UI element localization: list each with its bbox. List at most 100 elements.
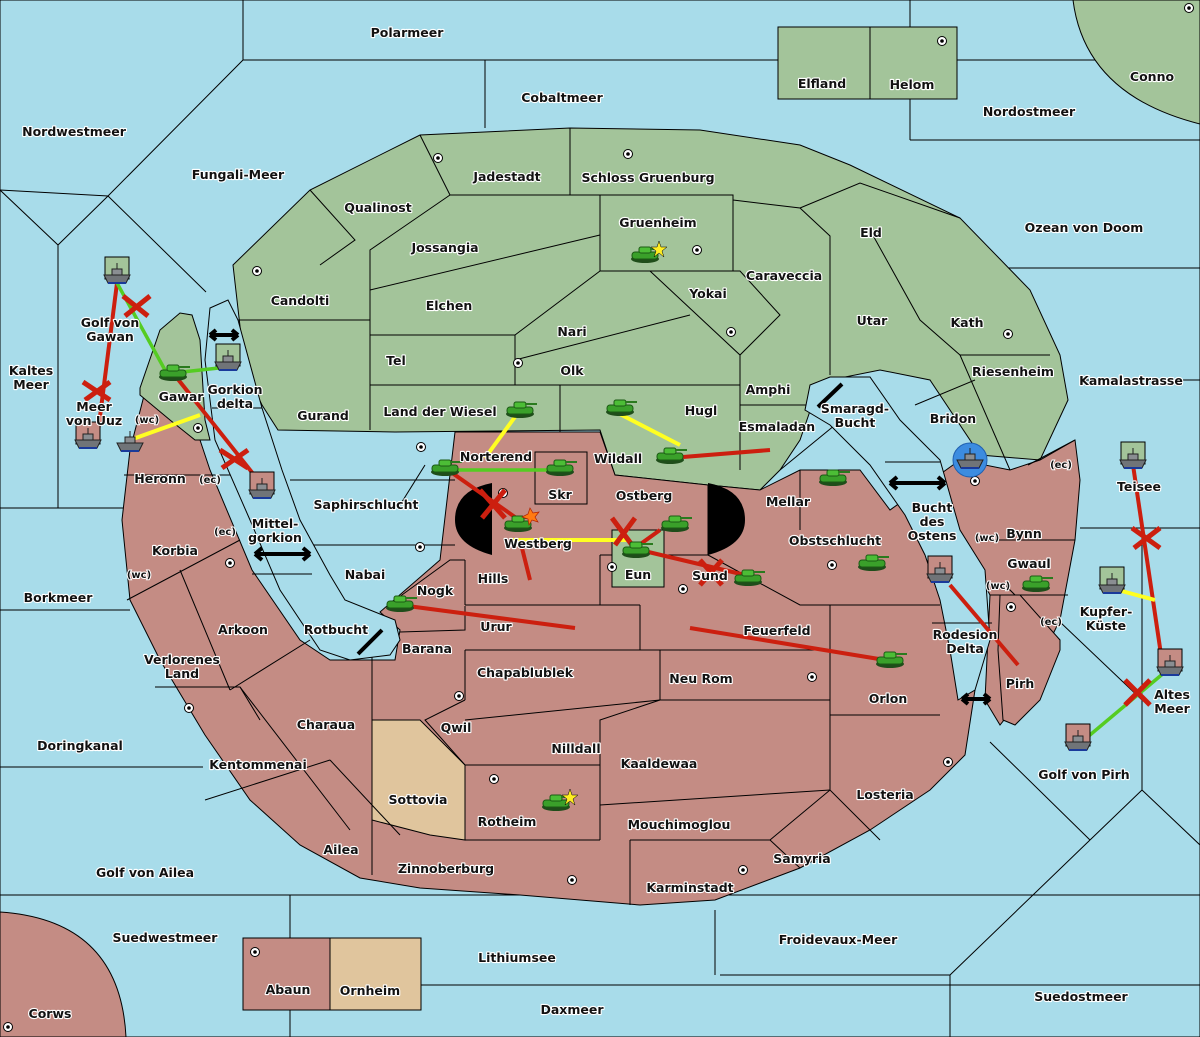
tank-gun [641, 543, 653, 545]
army-unit[interactable] [661, 515, 692, 532]
fleet-unit[interactable] [1098, 566, 1126, 594]
army-unit[interactable] [819, 469, 850, 486]
fleet-unit[interactable] [248, 471, 276, 499]
territory-ornheim[interactable] [329, 937, 422, 1011]
label-lithiumsee: Lithiumsee [478, 950, 556, 965]
label-sund: Sund [692, 568, 728, 583]
label-saphir: Saphirschlucht [314, 497, 419, 512]
label-charaua: Charaua [297, 717, 355, 732]
label-skr: Skr [548, 487, 572, 502]
label-esmaladan: Esmaladan [739, 419, 815, 434]
label-uuz-2: von Uuz [66, 413, 122, 428]
label-olk: Olk [560, 363, 584, 378]
label-feuerfeld: Feuerfeld [743, 623, 810, 638]
tank-gun [895, 653, 907, 655]
supply-center-dot [255, 269, 259, 273]
label-nabai: Nabai [345, 567, 386, 582]
army-unit[interactable] [1022, 575, 1053, 592]
label-bucht-3: Ostens [908, 528, 957, 543]
ship-hull [1098, 584, 1126, 594]
supply-center-dot [1006, 332, 1010, 336]
label-sottovia: Sottovia [389, 792, 448, 807]
supply-center-dot [492, 777, 496, 781]
supply-center-dot [610, 565, 614, 569]
label-jadestadt: Jadestadt [472, 169, 540, 184]
label-landwiesel: Land der Wiesel [383, 404, 496, 419]
territory-conno[interactable] [1072, 0, 1200, 125]
army-unit[interactable] [656, 447, 687, 464]
army-unit[interactable] [622, 541, 653, 558]
tank-turret [553, 459, 567, 467]
ship-hull [248, 489, 276, 499]
label-kupfer-1: Kupfer- [1080, 604, 1133, 619]
label-golf-pirh: Golf von Pirh [1038, 767, 1129, 782]
army-unit[interactable] [876, 651, 907, 668]
army-unit[interactable] [159, 364, 190, 381]
label-hills: Hills [478, 571, 509, 586]
ship-cabin [82, 433, 94, 441]
supply-center-dot [810, 675, 814, 679]
label-elfland: Elfland [798, 76, 846, 91]
ship-cabin [222, 355, 234, 363]
army-unit[interactable] [734, 569, 765, 586]
label-elchen: Elchen [426, 298, 473, 313]
fleet-unit[interactable] [1156, 648, 1184, 676]
ship-cabin [111, 268, 123, 276]
territory-gruenheim[interactable] [599, 194, 734, 272]
army-unit[interactable] [542, 788, 579, 811]
fleet-unit[interactable] [103, 256, 131, 284]
label-kentommenai: Kentommenai [209, 757, 307, 772]
tank-gun [838, 471, 850, 473]
supply-center-dot [695, 248, 699, 252]
fleet-unit[interactable] [74, 421, 102, 449]
territory-pirh[interactable] [997, 594, 1061, 726]
label-gawar: Gawar [159, 389, 205, 404]
supply-center-dot [228, 561, 232, 565]
army-unit[interactable] [504, 507, 540, 532]
ship-cabin [934, 567, 946, 575]
army-unit[interactable] [858, 554, 889, 571]
supply-center-dot [626, 152, 630, 156]
fleet-unit[interactable] [952, 442, 988, 478]
label-smaragd-2: Bucht [835, 415, 876, 430]
label-samyria: Samyria [773, 851, 831, 866]
army-unit[interactable] [606, 399, 637, 416]
label-yokai: Yokai [688, 286, 727, 301]
label-qualinost: Qualinost [344, 200, 411, 215]
territory-corws[interactable] [0, 911, 127, 1037]
label-hugl: Hugl [685, 403, 718, 418]
fleet-unit[interactable] [116, 431, 144, 452]
army-unit[interactable] [546, 459, 577, 476]
label-nari: Nari [557, 324, 586, 339]
tank-turret [1029, 575, 1043, 583]
army-unit[interactable] [431, 459, 462, 476]
coast-tag: (ec) [1050, 460, 1072, 471]
army-unit[interactable] [386, 595, 417, 612]
coast-tag: (wc) [975, 533, 999, 544]
label-nogk: Nogk [417, 583, 454, 598]
ship-hull [214, 361, 242, 371]
label-barana: Barana [402, 641, 452, 656]
coast-tag: (wc) [986, 581, 1010, 592]
sea-mittel-gorkion[interactable] [204, 299, 401, 661]
supply-center-dot [830, 563, 834, 567]
tank-turret [826, 469, 840, 477]
label-rodesion-2: Delta [946, 641, 984, 656]
tank-turret [668, 515, 682, 523]
coast-tag: (ec) [199, 475, 221, 486]
fleet-unit[interactable] [926, 555, 954, 583]
army-unit[interactable] [506, 401, 537, 418]
ship-hull [956, 459, 984, 469]
ship-cabin [124, 436, 136, 444]
fleet-unit[interactable] [214, 343, 242, 371]
label-nordostmeer: Nordostmeer [983, 104, 1076, 119]
fleet-unit[interactable] [1064, 723, 1092, 751]
tank-gun [753, 571, 765, 573]
army-unit[interactable] [631, 240, 668, 263]
tank-turret [883, 651, 897, 659]
label-bynn: Bynn [1006, 526, 1041, 541]
supply-center-dot [973, 479, 977, 483]
ship-hull [103, 274, 131, 284]
fleet-unit[interactable] [1119, 441, 1147, 469]
